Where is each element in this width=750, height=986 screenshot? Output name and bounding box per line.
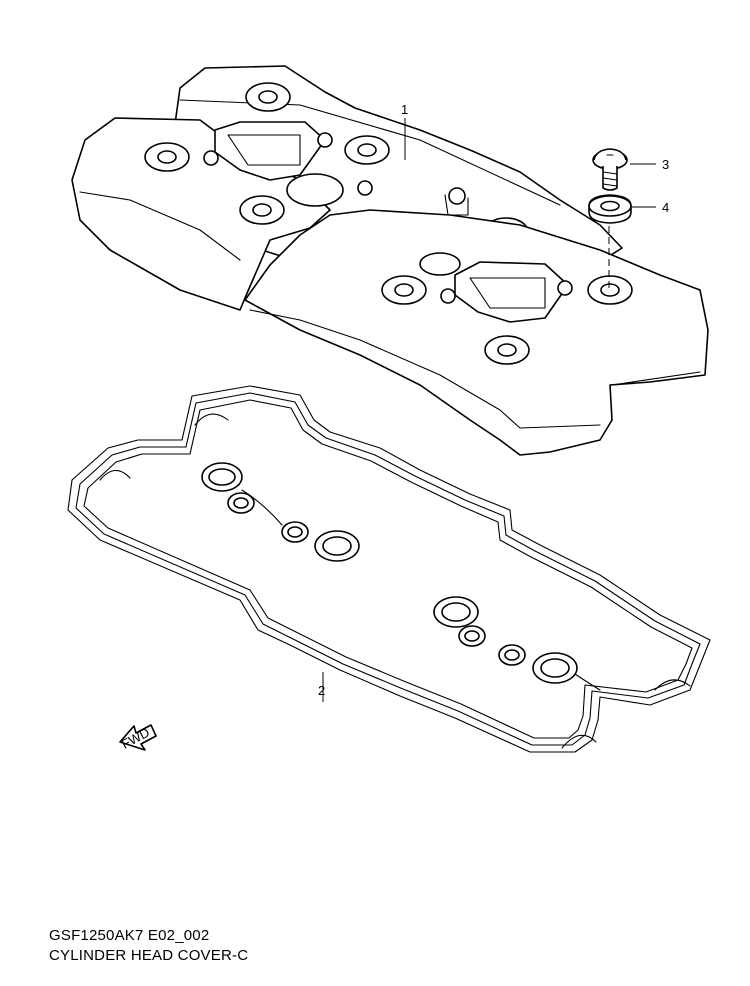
callout-1: 1 [401, 102, 408, 117]
callout-2: 2 [318, 683, 325, 698]
callout-3: 3 [662, 157, 669, 172]
cover-bolt [592, 148, 628, 191]
head-cover-gasket [67, 385, 711, 753]
diagram-title: CYLINDER HEAD COVER-C [49, 947, 249, 964]
bolt-grommet [588, 194, 632, 224]
cylinder-head-cover [71, 65, 709, 456]
callout-4: 4 [662, 200, 669, 215]
diagram-code: GSF1250AK7 E02_002 [49, 927, 210, 944]
forward-direction-arrow: FWD [119, 724, 157, 752]
